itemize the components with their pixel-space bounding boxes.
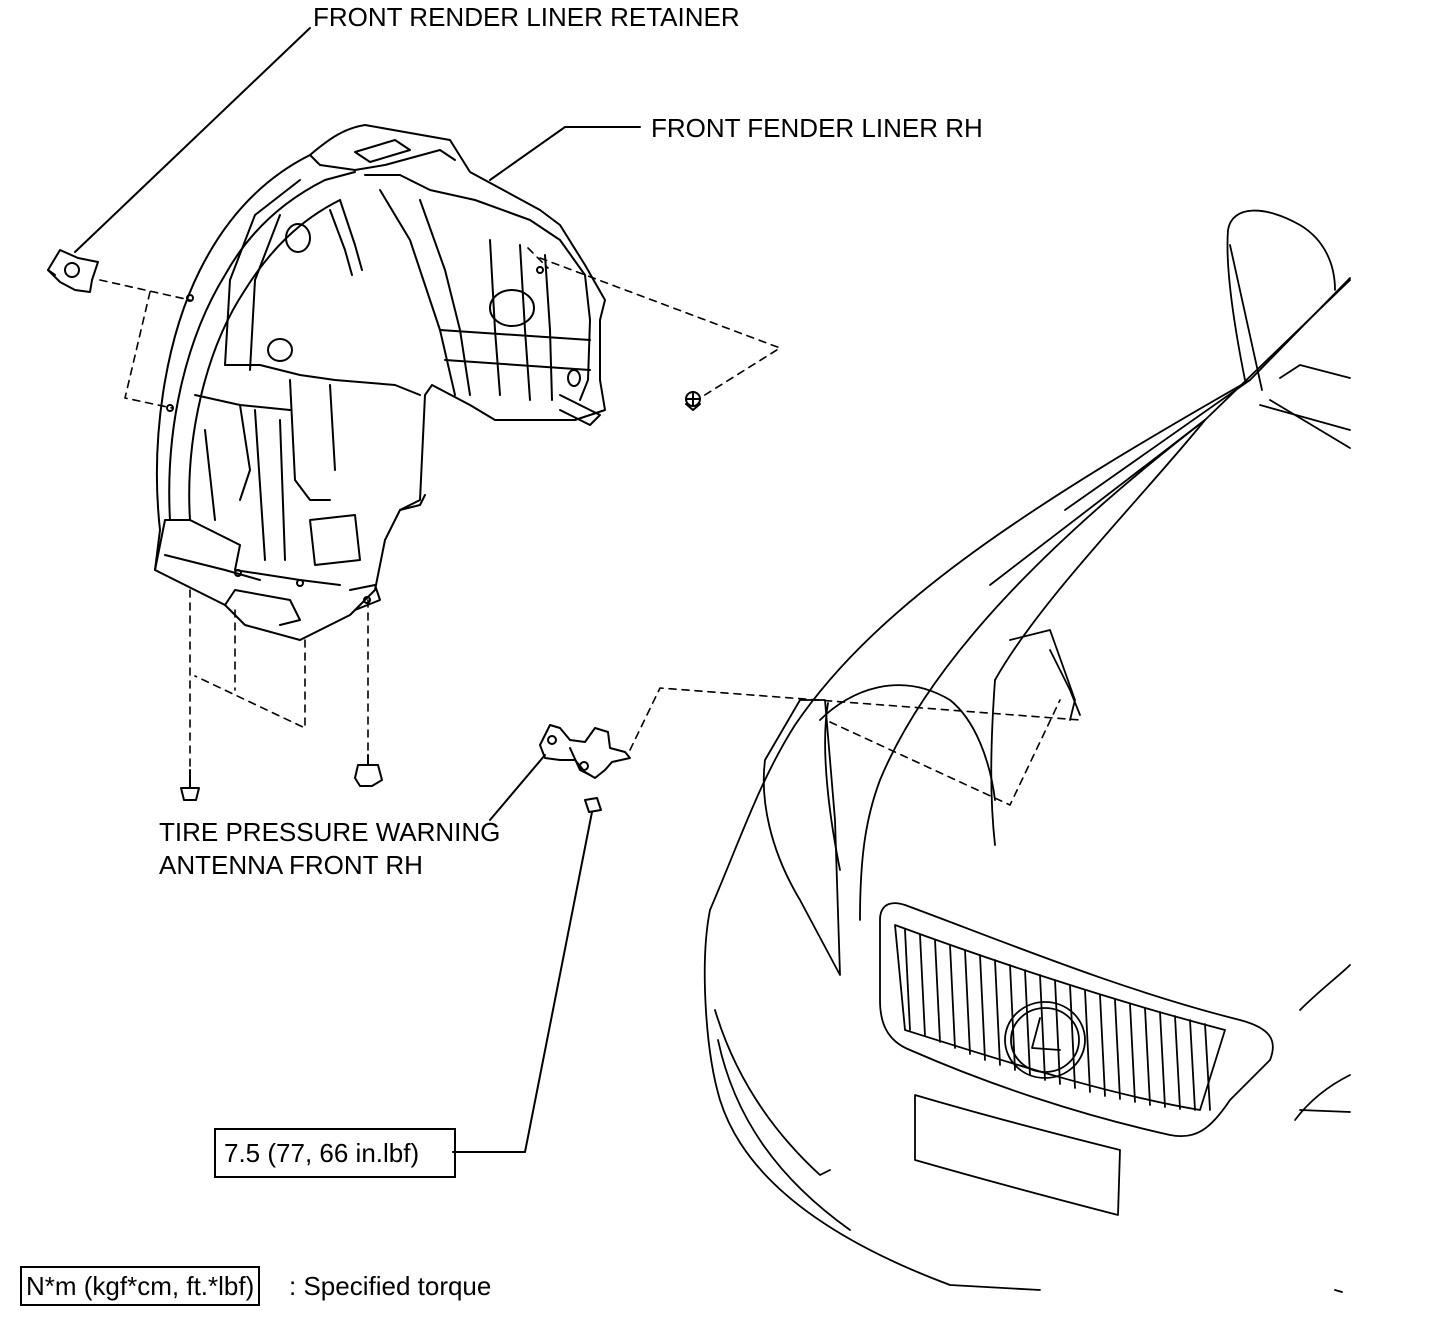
antenna-label-line2: ANTENNA FRONT RH [159,850,423,880]
fender-liner-label: FRONT FENDER LINER RH [651,113,983,143]
nut-antenna [584,797,602,813]
antenna-label-line1: TIRE PRESSURE WARNING [159,817,501,847]
vehicle-front-end [703,209,1351,1293]
screw-bottom-left [180,769,200,801]
assembly-guide-lines [99,247,1081,806]
tire-pressure-antenna [539,724,631,779]
screw-rear [685,391,701,411]
legend-description: : Specified torque [289,1271,492,1301]
legend-unit-box: N*m (kgf*cm, ft.*lbf) [20,1266,261,1306]
front-fender-liner [154,124,606,641]
clip-bottom-right [354,754,383,787]
leader-lines [74,27,641,1153]
fender-liner-retainer [47,249,99,293]
retainer-label: FRONT RENDER LINER RETAINER [313,2,740,32]
torque-spec-box: 7.5 (77, 66 in.lbf) [214,1128,456,1178]
